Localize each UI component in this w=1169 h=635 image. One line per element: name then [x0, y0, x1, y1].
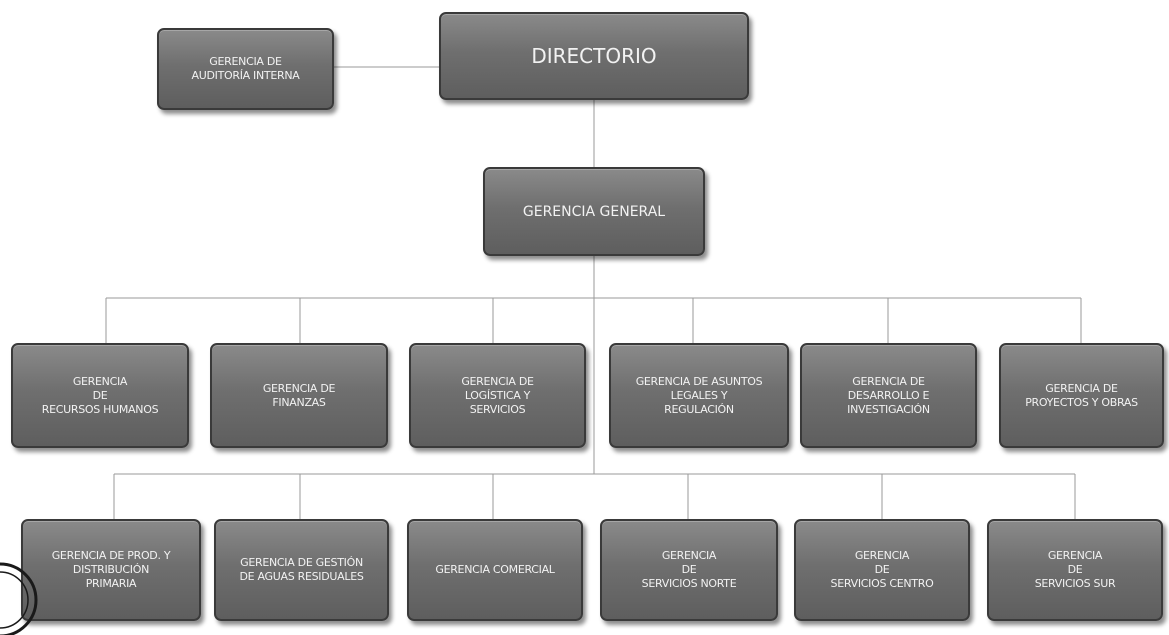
box-proyectos-obras: GERENCIA DE PROYECTOS Y OBRAS	[999, 343, 1164, 448]
box-logistica-servicios: GERENCIA DE LOGÍSTICA Y SERVICIOS	[409, 343, 586, 448]
box-prod-distribucion: GERENCIA DE PROD. Y DISTRIBUCIÓN PRIMARI…	[21, 519, 201, 621]
box-servicios-sur: GERENCIA DE SERVICIOS SUR	[987, 519, 1163, 621]
box-gerencia-general: GERENCIA GENERAL	[483, 167, 705, 256]
box-directorio: DIRECTORIO	[439, 12, 749, 100]
box-aguas-residuales: GERENCIA DE GESTIÓN DE AGUAS RESIDUALES	[214, 519, 389, 621]
box-servicios-centro: GERENCIA DE SERVICIOS CENTRO	[794, 519, 970, 621]
box-servicios-norte: GERENCIA DE SERVICIOS NORTE	[600, 519, 778, 621]
box-asuntos-legales: GERENCIA DE ASUNTOS LEGALES Y REGULACIÓN	[609, 343, 789, 448]
box-auditoria-interna: GERENCIA DE AUDITORÍA INTERNA	[157, 28, 334, 110]
box-desarrollo-investigacion: GERENCIA DE DESARROLLO E INVESTIGACIÓN	[800, 343, 977, 448]
seal-stamp: DEL PERÚ	[0, 562, 38, 635]
box-recursos-humanos: GERENCIA DE RECURSOS HUMANOS	[11, 343, 189, 448]
box-comercial: GERENCIA COMERCIAL	[407, 519, 583, 621]
box-finanzas: GERENCIA DE FINANZAS	[210, 343, 388, 448]
